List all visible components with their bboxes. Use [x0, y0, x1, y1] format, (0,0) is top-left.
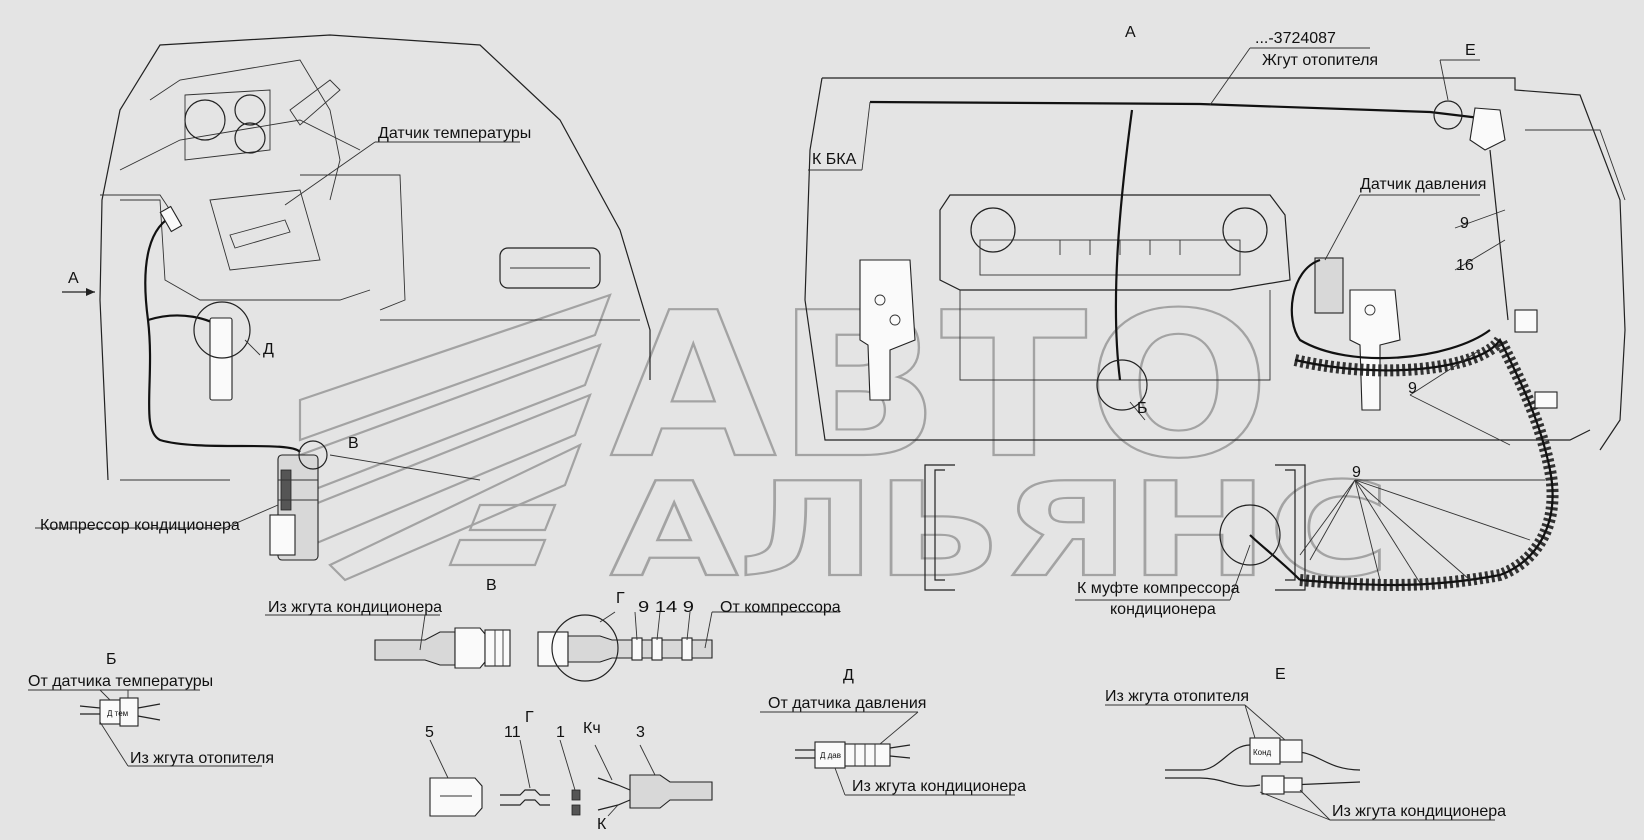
view-b-connector: Д тем [28, 689, 262, 767]
connector-text-b: Д тем [107, 709, 128, 718]
view-d-marker: Д [263, 341, 274, 358]
from-heater-harness-e-label: Из жгута отопителя [1105, 688, 1249, 705]
view-d-title: Д [843, 667, 854, 684]
view-b-marker: Б [1137, 400, 1148, 417]
view-d-connector: Д дав [760, 711, 1015, 796]
from-pressure-sensor-label: От датчика давления [768, 695, 926, 712]
text-labels: А ...-3724087 Жгут отопителя Е К БКА Дат… [28, 24, 1506, 833]
to-compressor-clutch-label-1: К муфте компрессора [1077, 580, 1240, 597]
pressure-sensor-bottle-icon [209, 317, 233, 401]
view-a-title: А [1125, 24, 1136, 41]
heater-harness-label: Жгут отопителя [1262, 52, 1378, 69]
callout-9-a: 9 [1460, 215, 1469, 232]
view-v-marker-bottom: В [486, 577, 497, 594]
view-g-connector-assembly [265, 611, 840, 682]
temperature-sensor-icon [159, 205, 183, 233]
part-k-label: К [597, 816, 607, 833]
view-e-marker: Е [1465, 42, 1476, 59]
from-temperature-sensor-label: От датчика температуры [28, 673, 213, 690]
from-ac-harness-e-label: Из жгута кондиционера [1332, 803, 1506, 820]
callout-9-c: 9 [1352, 464, 1361, 481]
from-compressor-label: От компрессора [720, 599, 841, 616]
frame-view [804, 47, 1626, 601]
from-ac-harness-d-label: Из жгута кондиционера [852, 778, 1026, 795]
part-5-label: 5 [425, 724, 434, 741]
pressure-sensor-label: Датчик давления [1360, 176, 1486, 193]
view-g-parts [429, 739, 713, 817]
g-callouts-label: 9 14 9 [638, 599, 694, 616]
from-ac-harness-g-label: Из жгута кондиционера [268, 599, 442, 616]
from-heater-harness-b-label: Из жгута отопителя [130, 750, 274, 767]
compressor-icon [269, 440, 328, 561]
to-compressor-clutch-label-2: кондиционера [1110, 601, 1216, 618]
view-e-title: Е [1275, 666, 1286, 683]
engine-compartment-view [35, 34, 651, 561]
view-g-title: Г [525, 709, 534, 726]
part-kch-label: Кч [583, 720, 601, 737]
connector-text-e: Конд [1253, 748, 1272, 757]
compressor-label: Компрессор кондиционера [40, 517, 240, 534]
view-v-marker-top: В [348, 435, 359, 452]
view-b-title: Б [106, 651, 117, 668]
harness-number-label: ...-3724087 [1255, 30, 1336, 47]
part-1-label: 1 [556, 724, 565, 741]
to-bka-label: К БКА [812, 151, 857, 168]
callout-9-b: 9 [1408, 380, 1417, 397]
callout-16: 16 [1456, 257, 1474, 274]
part-11-label: 11 [504, 724, 521, 741]
part-3-label: 3 [636, 724, 645, 741]
watermark-chevrons [298, 293, 612, 582]
arrow-a-label: А [68, 270, 79, 287]
view-e-connector: Конд [1105, 704, 1495, 821]
watermark-line2: АЛЬЯНС [610, 454, 1390, 606]
connector-text-d: Д дав [820, 751, 841, 760]
view-g-marker: Г [616, 590, 625, 607]
temperature-sensor-label: Датчик температуры [378, 125, 531, 142]
